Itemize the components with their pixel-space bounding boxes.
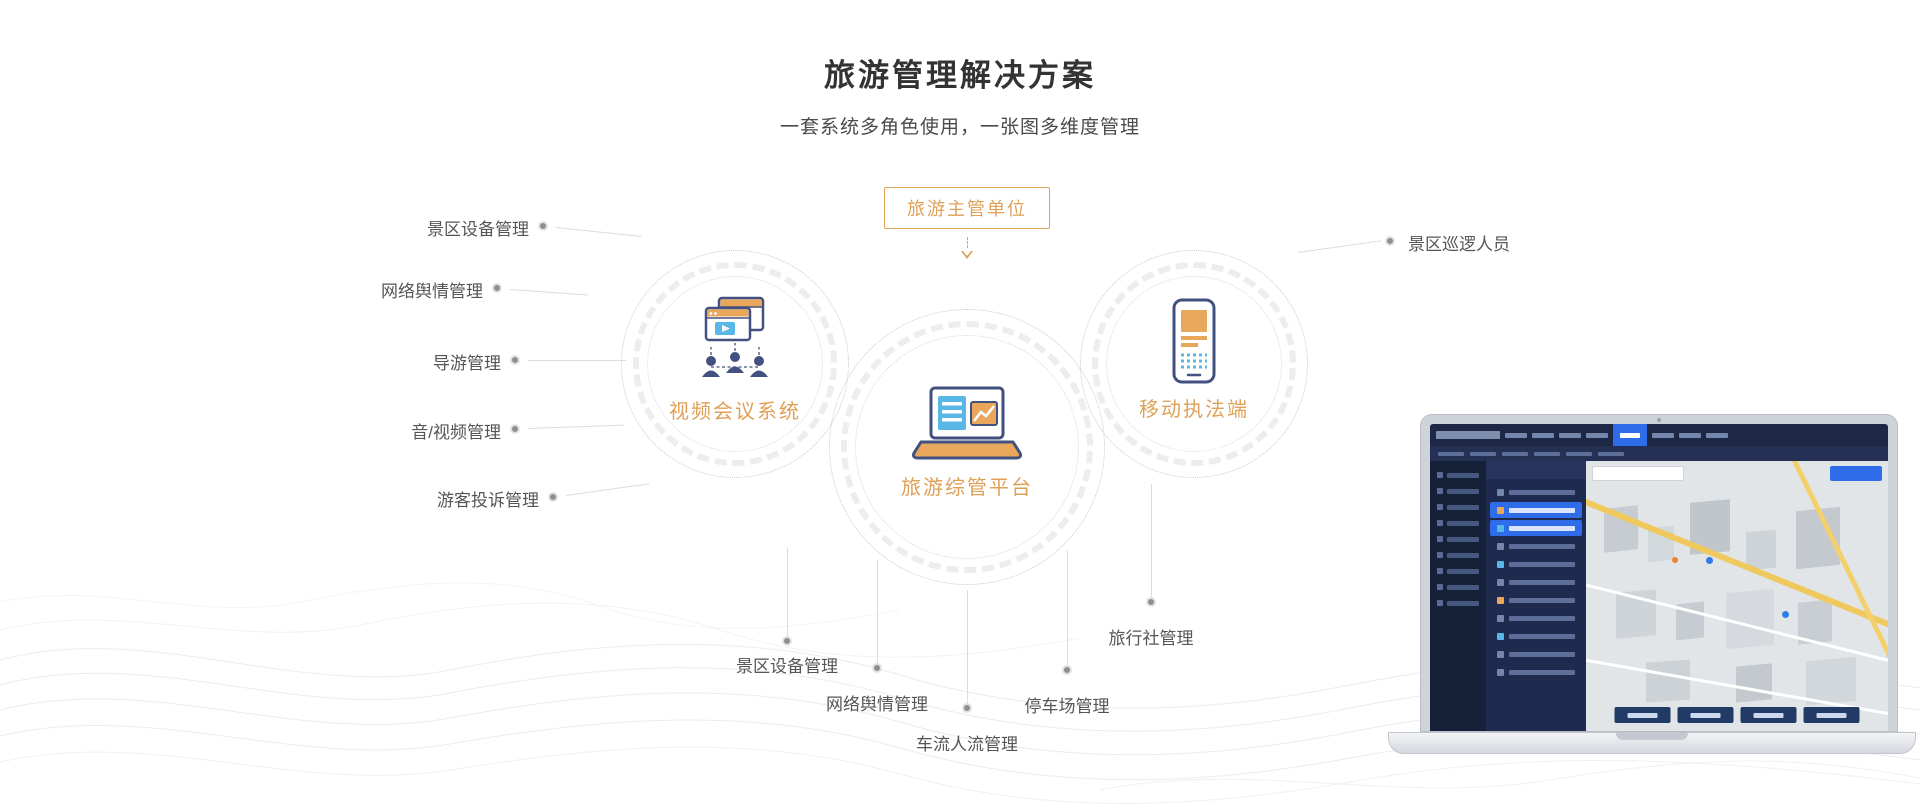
map-tool-button bbox=[1740, 707, 1797, 723]
laptop-base-notch bbox=[1616, 733, 1688, 740]
video-conference-icon bbox=[702, 296, 768, 377]
connector-dot bbox=[538, 221, 548, 231]
node-mobile-enforcement: 移动执法端 bbox=[1080, 250, 1308, 478]
connector-line bbox=[509, 289, 588, 296]
arrow-head bbox=[961, 251, 973, 259]
connector-line bbox=[877, 560, 878, 663]
mobile-phone-icon bbox=[1172, 298, 1216, 383]
map-marker bbox=[1672, 557, 1678, 563]
bottom-label-traffic-flow: 车流人流管理 bbox=[916, 735, 1018, 754]
map-tool-button bbox=[1614, 707, 1671, 723]
dashboard-nav-item-active bbox=[1613, 424, 1647, 446]
dashboard-nav-item bbox=[1559, 432, 1581, 438]
dashboard-sub-nav bbox=[1430, 446, 1888, 461]
top-authority-box: 旅游主管单位 bbox=[884, 187, 1050, 229]
map-tool-button bbox=[1803, 707, 1860, 723]
left-label-device-mgmt: 景区设备管理 bbox=[427, 220, 529, 239]
connector-line bbox=[527, 424, 624, 429]
dashboard-tab bbox=[1470, 451, 1496, 456]
map-building bbox=[1746, 529, 1776, 571]
map-search-box bbox=[1592, 466, 1684, 481]
bottom-label-device-mgmt: 景区设备管理 bbox=[736, 657, 838, 676]
laptop-screen bbox=[1420, 414, 1898, 732]
dashboard-nav-item bbox=[1706, 432, 1728, 438]
laptop-mockup bbox=[1384, 414, 1920, 774]
dashboard-tab bbox=[1534, 451, 1560, 456]
bottom-label-public-opinion: 网络舆情管理 bbox=[826, 695, 928, 714]
node-ring-outer bbox=[621, 250, 849, 478]
connector-dot bbox=[510, 355, 520, 365]
connector-dot bbox=[872, 663, 882, 673]
map-marker bbox=[1706, 557, 1713, 564]
down-arrow-icon bbox=[961, 237, 973, 259]
connector-dot bbox=[962, 703, 972, 713]
dashboard-nav-item bbox=[1679, 432, 1701, 438]
connector-dot bbox=[1146, 597, 1156, 607]
connector-dot bbox=[510, 424, 520, 434]
map-marker bbox=[1782, 611, 1789, 618]
connector-line bbox=[787, 548, 788, 636]
node-ring-ticks bbox=[1092, 262, 1296, 466]
connector-line bbox=[1067, 550, 1068, 665]
left-label-complaint-mgmt: 游客投诉管理 bbox=[437, 491, 539, 510]
dashboard-screenshot bbox=[1430, 424, 1888, 731]
dashboard-logo bbox=[1436, 431, 1500, 439]
node-ring-outer bbox=[829, 309, 1105, 585]
right-label-patrol-staff: 景区巡逻人员 bbox=[1408, 235, 1510, 254]
map-action-button bbox=[1830, 466, 1882, 481]
map-tool-button bbox=[1677, 707, 1734, 723]
dashboard-nav-item bbox=[1505, 432, 1527, 438]
map-building bbox=[1726, 588, 1774, 650]
connector-dot bbox=[1385, 236, 1395, 246]
submenu-header bbox=[1486, 461, 1586, 479]
left-label-public-opinion: 网络舆情管理 bbox=[381, 282, 483, 301]
dashboard-tab bbox=[1566, 451, 1592, 456]
dashboard-tab bbox=[1438, 451, 1464, 456]
connector-line bbox=[967, 590, 968, 703]
connector-line bbox=[1151, 484, 1152, 597]
dashboard-top-nav bbox=[1430, 424, 1888, 446]
bottom-label-travel-agency: 旅行社管理 bbox=[1108, 629, 1194, 648]
dashboard-sidebar bbox=[1430, 461, 1486, 731]
node-video-conference-system: 视频会议系统 bbox=[621, 250, 849, 478]
connector-dot bbox=[1062, 665, 1072, 675]
map-building bbox=[1736, 663, 1772, 703]
arrow-dash bbox=[966, 237, 968, 248]
dashboard-submenu-panel bbox=[1486, 461, 1586, 731]
connector-line bbox=[555, 227, 642, 237]
left-label-av-mgmt: 音/视频管理 bbox=[411, 423, 501, 442]
node-ring-outer bbox=[1080, 250, 1308, 478]
node-ring-ticks bbox=[841, 321, 1093, 573]
dashboard-nav-item bbox=[1586, 432, 1608, 438]
connector-dot bbox=[548, 492, 558, 502]
connector-dot bbox=[782, 636, 792, 646]
left-label-guide-mgmt: 导游管理 bbox=[433, 354, 501, 373]
page-subtitle: 一套系统多角色使用，一张图多维度管理 bbox=[779, 117, 1140, 138]
node-label-platform: 旅游综管平台 bbox=[901, 476, 1033, 499]
connector-line bbox=[565, 483, 650, 496]
connector-dot bbox=[492, 283, 502, 293]
node-ring-ticks bbox=[633, 262, 837, 466]
laptop-camera-dot bbox=[1657, 418, 1661, 422]
dashboard-tab bbox=[1502, 451, 1528, 456]
connector-line bbox=[1297, 240, 1382, 253]
dashboard-nav-item bbox=[1532, 432, 1554, 438]
dashboard-map bbox=[1586, 461, 1888, 731]
map-building bbox=[1646, 659, 1690, 703]
connector-line bbox=[528, 360, 626, 361]
page-title: 旅游管理解决方案 bbox=[824, 58, 1096, 93]
map-bottom-buttons bbox=[1614, 707, 1860, 723]
bottom-label-parking-mgmt: 停车场管理 bbox=[1024, 697, 1110, 716]
dashboard-nav-item bbox=[1652, 432, 1674, 438]
node-label-mobile: 移动执法端 bbox=[1139, 398, 1249, 421]
dashboard-tab bbox=[1598, 451, 1624, 456]
node-integrated-platform: 旅游综管平台 bbox=[829, 309, 1105, 585]
laptop-dashboard-icon bbox=[912, 386, 1022, 459]
node-label-video: 视频会议系统 bbox=[669, 400, 801, 423]
